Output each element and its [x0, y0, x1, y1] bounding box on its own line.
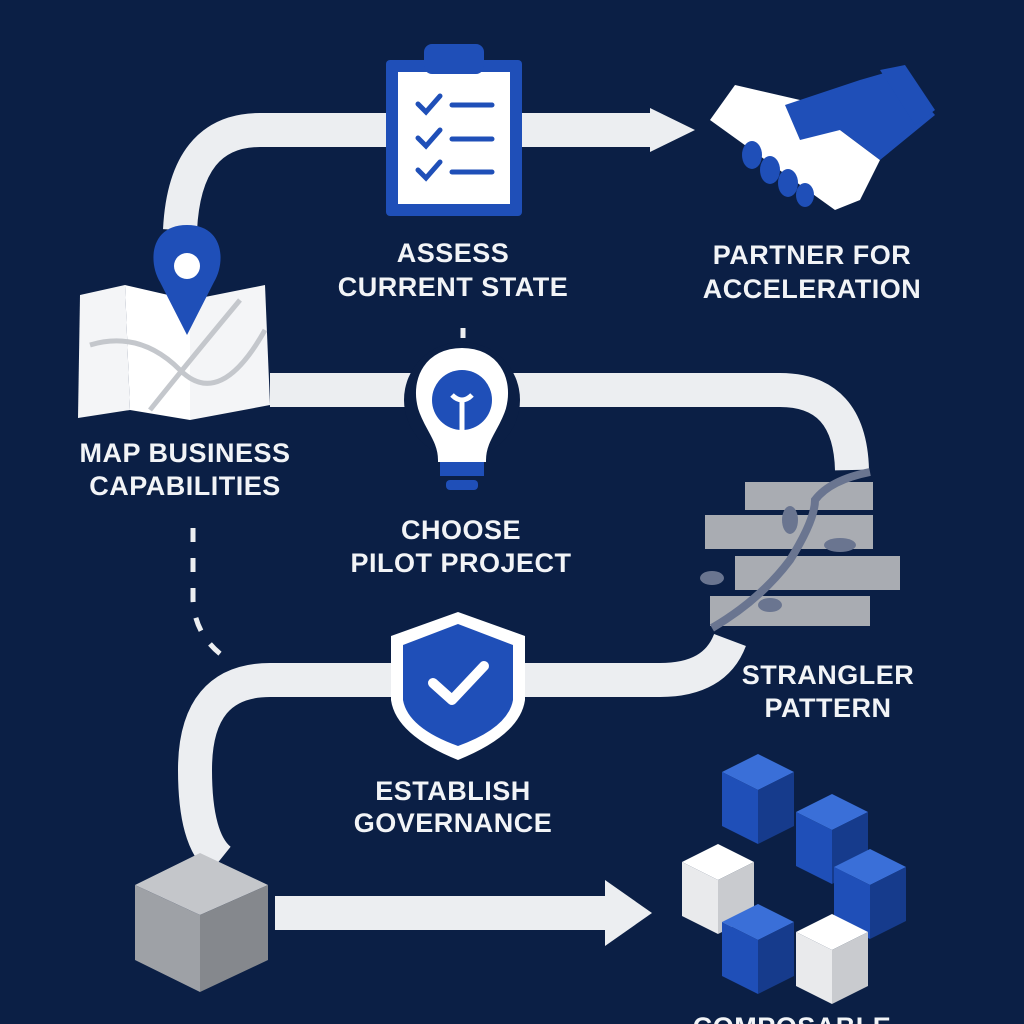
- governance-label-2: GOVERNANCE: [354, 808, 553, 838]
- partner-label-1: PARTNER FOR: [713, 240, 912, 270]
- cubes-icon: [682, 754, 906, 1004]
- vine-wall-icon: [700, 468, 900, 632]
- strangler-label-1: STRANGLER: [742, 660, 915, 690]
- assess-label-1: ASSESS: [397, 238, 510, 268]
- path-top: [163, 108, 695, 232]
- path-middle: [270, 373, 869, 471]
- pilot-label-2: PILOT PROJECT: [350, 548, 571, 578]
- path-bottom: [275, 880, 652, 946]
- cube: [722, 754, 794, 844]
- pilot-label-1: CHOOSE: [401, 515, 521, 545]
- lightbulb-icon: [404, 342, 520, 490]
- clipboard-checklist-icon: [386, 44, 522, 216]
- shield-check-icon: [391, 612, 525, 760]
- map-pin-icon: [78, 225, 270, 420]
- map-label-1: MAP BUSINESS: [79, 438, 290, 468]
- assess-label-2: CURRENT STATE: [338, 272, 569, 302]
- partner-label-2: ACCELERATION: [703, 274, 922, 304]
- handshake-icon: [710, 65, 935, 210]
- cube: [796, 914, 868, 1004]
- map-label-2: CAPABILITIES: [89, 471, 281, 501]
- cube: [722, 904, 794, 994]
- governance-label-1: ESTABLISH: [375, 776, 531, 806]
- path-lower: [177, 633, 746, 874]
- strangler-label-2: PATTERN: [765, 693, 892, 723]
- dashed-connector: [190, 528, 234, 665]
- composable-label: COMPOSABLE: [693, 1012, 892, 1024]
- monolith-cube-icon: [135, 853, 268, 992]
